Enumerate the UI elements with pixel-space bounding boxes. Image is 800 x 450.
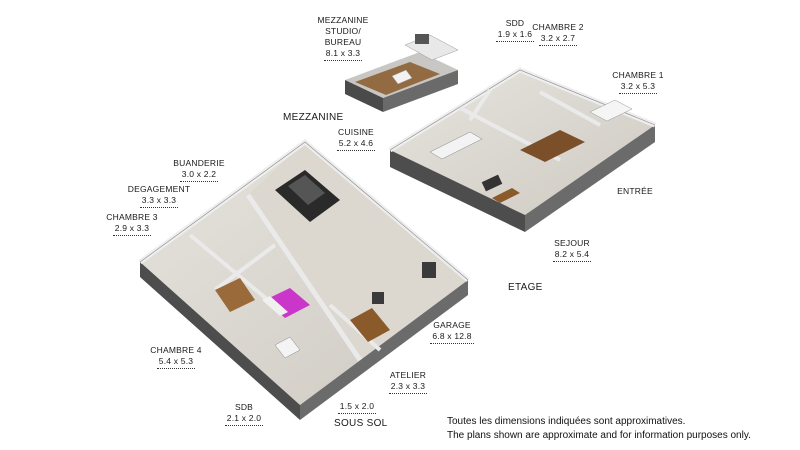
room-dimensions: 6.8 x 12.8 — [430, 331, 474, 344]
room-label-buanderie: BUANDERIE 3.0 x 2.2 — [166, 158, 232, 182]
room-label-sdb: SDB 2.1 x 2.0 — [216, 402, 272, 426]
room-label-garage: GARAGE 6.8 x 12.8 — [420, 320, 484, 344]
room-name: CUISINE — [338, 127, 374, 137]
room-name: CHAMBRE 4 — [150, 345, 202, 355]
level-label-etage: ETAGE — [508, 282, 543, 293]
room-name: BUREAU — [324, 37, 362, 47]
room-dimensions: 3.3 x 3.3 — [139, 195, 179, 208]
room-dimensions: 1.9 x 1.6 — [495, 29, 535, 42]
disclaimer-fr: Toutes les dimensions indiquées sont app… — [447, 416, 686, 427]
room-label-entree: ENTRÉE — [610, 186, 660, 197]
mezzanine-studio-block — [345, 34, 459, 112]
room-dimensions: 5.4 x 5.3 — [156, 356, 196, 369]
room-label-cuisine: CUISINE 5.2 x 4.6 — [328, 127, 384, 151]
disclaimer-en: The plans shown are approximate and for … — [447, 430, 751, 441]
room-dimensions: 8.2 x 5.4 — [552, 249, 592, 262]
room-label-chambre3: CHAMBRE 3 2.9 x 3.3 — [100, 212, 164, 236]
room-dimensions: 1.5 x 2.0 — [337, 401, 377, 414]
disclaimer: Toutes les dimensions indiquées sont app… — [447, 415, 751, 443]
room-dimensions: 2.9 x 3.3 — [112, 223, 152, 236]
car-icon — [275, 170, 340, 222]
room-label-chambre2: CHAMBRE 2 3.2 x 2.7 — [528, 22, 588, 46]
room-name: CHAMBRE 1 — [612, 70, 664, 80]
room-dimensions: 3.0 x 2.2 — [179, 169, 219, 182]
room-name: GARAGE — [433, 320, 471, 330]
room-name: SEJOUR — [554, 238, 590, 248]
bed-icon — [265, 288, 310, 318]
room-label-unnamed: 1.5 x 2.0 — [332, 401, 382, 414]
room-name: SDB — [234, 402, 254, 412]
room-name: DEGAGEMENT — [127, 184, 191, 194]
room-dimensions: 3.2 x 5.3 — [618, 81, 658, 94]
room-label-chambre4: CHAMBRE 4 5.4 x 5.3 — [144, 345, 208, 369]
room-dimensions: 3.2 x 2.7 — [538, 33, 578, 46]
room-dimensions: 2.1 x 2.0 — [224, 413, 264, 426]
room-name: CHAMBRE 2 — [532, 22, 584, 32]
etage-block — [388, 67, 656, 232]
room-dimensions: 2.3 x 3.3 — [388, 381, 428, 394]
room-label-sejour: SEJOUR 8.2 x 5.4 — [544, 238, 600, 262]
room-label-chambre1: CHAMBRE 1 3.2 x 5.3 — [608, 70, 668, 94]
room-name: SDD — [505, 18, 525, 28]
sous-sol-block — [138, 138, 470, 420]
room-name: STUDIO/ — [325, 26, 361, 36]
level-label-mezzanine: MEZZANINE — [283, 112, 344, 123]
room-name: ENTRÉE — [617, 186, 653, 196]
room-dimensions: 8.1 x 3.3 — [323, 48, 363, 61]
room-name: BUANDERIE — [173, 158, 225, 168]
room-name: CHAMBRE 3 — [106, 212, 158, 222]
room-label-sdd: SDD 1.9 x 1.6 — [490, 18, 540, 42]
room-name: MEZZANINE — [317, 15, 369, 25]
level-label-sous-sol: SOUS SOL — [334, 418, 388, 429]
room-label-atelier: ATELIER 2.3 x 3.3 — [380, 370, 436, 394]
room-name: ATELIER — [389, 370, 427, 380]
room-label-degagement: DEGAGEMENT 3.3 x 3.3 — [124, 184, 194, 208]
room-dimensions: 5.2 x 4.6 — [336, 138, 376, 151]
room-label-mezzanine-studio: MEZZANINE STUDIO/ BUREAU 8.1 x 3.3 — [308, 15, 378, 61]
